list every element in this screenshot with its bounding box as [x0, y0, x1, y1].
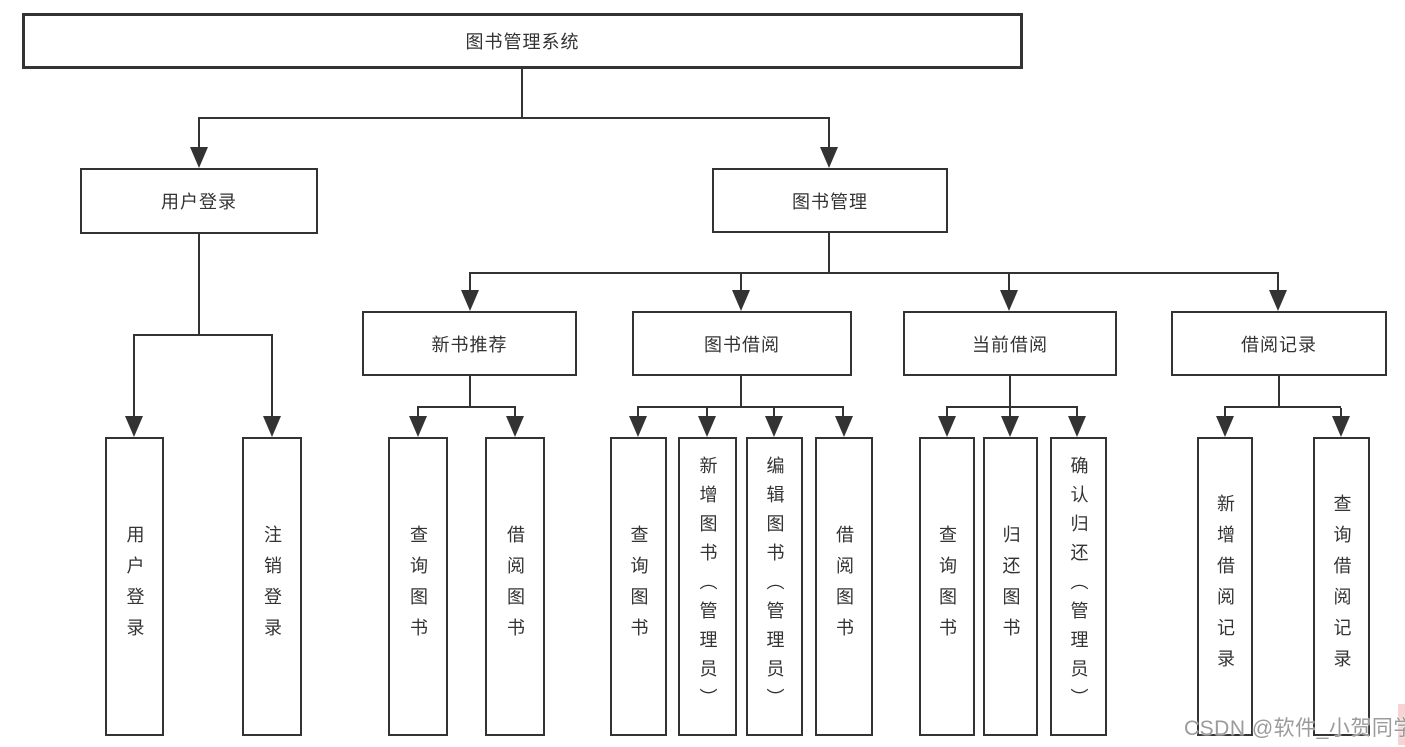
- node-current-borrow-label: 当前借阅: [972, 334, 1048, 355]
- node-new-book-recommend: 新书推荐: [362, 311, 577, 376]
- leaf-borrow-book-recommend: 借阅图书: [485, 437, 545, 736]
- connector-line: [773, 408, 775, 416]
- arrowhead-down-icon: [409, 416, 427, 437]
- node-user-login-label: 用户登录: [161, 192, 237, 212]
- node-book-management: 图书管理: [712, 168, 948, 233]
- connector-line: [1224, 408, 1226, 416]
- node-user-login: 用户登录: [80, 168, 318, 234]
- connector-line: [198, 117, 830, 119]
- connector-line: [1224, 406, 1341, 408]
- arrowhead-down-icon: [506, 416, 524, 437]
- node-new-book-recommend-label: 新书推荐: [431, 334, 508, 355]
- connector-line: [828, 233, 830, 274]
- leaf-add-book-admin-label: 新增图书（管理员）: [697, 456, 718, 717]
- connector-line: [417, 406, 516, 408]
- connector-line: [1076, 408, 1078, 416]
- arrowhead-down-icon: [125, 416, 143, 437]
- leaf-query-book-current-label: 查询图书: [937, 524, 957, 649]
- connector-line: [1277, 274, 1279, 292]
- connector-line: [1278, 376, 1280, 408]
- node-book-management-label: 图书管理: [792, 191, 868, 212]
- node-current-borrow: 当前借阅: [903, 311, 1117, 376]
- arrowhead-down-icon: [190, 147, 208, 168]
- arrowhead-down-icon: [1269, 290, 1287, 311]
- arrowhead-down-icon: [1332, 416, 1350, 437]
- leaf-edit-book-admin: 编辑图书（管理员）: [746, 437, 803, 736]
- watermark-text: CSDN @软件_小贺同学: [1184, 717, 1405, 740]
- connector-line: [133, 334, 273, 336]
- connector-line: [514, 408, 516, 416]
- leaf-add-borrow-record: 新增借阅记录: [1197, 437, 1253, 736]
- leaf-add-borrow-record-label: 新增借阅记录: [1215, 493, 1235, 680]
- leaf-logout-label: 注销登录: [262, 524, 282, 649]
- leaf-query-book-recommend-label: 查询图书: [408, 524, 428, 649]
- node-root-label: 图书管理系统: [465, 32, 580, 52]
- arrowhead-down-icon: [938, 416, 956, 437]
- connector-line: [271, 336, 273, 416]
- leaf-query-book-borrow: 查询图书: [610, 437, 667, 736]
- connector-line: [706, 408, 708, 416]
- arrowhead-down-icon: [732, 290, 750, 311]
- arrowhead-down-icon: [629, 416, 647, 437]
- node-borrow-records-label: 借阅记录: [1241, 334, 1317, 355]
- leaf-query-borrow-record: 查询借阅记录: [1313, 437, 1370, 736]
- connector-line: [469, 376, 471, 408]
- arrowhead-down-icon: [1216, 416, 1234, 437]
- connector-line: [946, 406, 1078, 408]
- node-borrow-records: 借阅记录: [1171, 311, 1387, 376]
- arrowhead-down-icon: [461, 290, 479, 311]
- connector-line: [1009, 376, 1011, 408]
- connector-line: [469, 272, 1279, 274]
- arrowhead-down-icon: [1001, 416, 1019, 437]
- arrowhead-down-icon: [1068, 416, 1086, 437]
- connector-line: [1009, 408, 1011, 416]
- leaf-query-book-current: 查询图书: [919, 437, 975, 736]
- leaf-query-book-recommend: 查询图书: [388, 437, 448, 736]
- leaf-add-book-admin: 新增图书（管理员）: [678, 437, 737, 736]
- connector-line: [637, 408, 639, 416]
- leaf-user-login: 用户登录: [105, 437, 164, 736]
- connector-line: [417, 408, 419, 416]
- connector-line: [842, 408, 844, 416]
- arrowhead-down-icon: [835, 416, 853, 437]
- leaf-user-login-label: 用户登录: [124, 524, 145, 649]
- connector-line: [637, 406, 844, 408]
- leaf-confirm-return-admin-label: 确认归还（管理员）: [1068, 456, 1089, 717]
- connector-line: [946, 408, 948, 416]
- leaf-logout: 注销登录: [242, 437, 302, 736]
- arrowhead-down-icon: [765, 416, 783, 437]
- arrowhead-down-icon: [263, 416, 281, 437]
- arrowhead-down-icon: [1000, 290, 1018, 311]
- leaf-borrow-book-recommend-label: 借阅图书: [505, 524, 525, 649]
- leaf-confirm-return-admin: 确认归还（管理员）: [1050, 437, 1107, 736]
- connector-line: [521, 69, 523, 119]
- node-book-borrow: 图书借阅: [632, 311, 852, 376]
- node-book-borrow-label: 图书借阅: [704, 334, 780, 355]
- leaf-query-borrow-record-label: 查询借阅记录: [1331, 493, 1352, 680]
- leaf-borrow-book: 借阅图书: [815, 437, 873, 736]
- connector-line: [828, 117, 830, 149]
- watermark-accent-strip: [1398, 704, 1405, 745]
- connector-line: [740, 376, 742, 408]
- connector-line: [198, 234, 200, 336]
- leaf-query-book-borrow-label: 查询图书: [628, 524, 649, 649]
- connector-line: [469, 274, 471, 292]
- connector-line: [1340, 408, 1342, 416]
- connector-line: [133, 336, 135, 416]
- leaf-edit-book-admin-label: 编辑图书（管理员）: [764, 456, 785, 717]
- leaf-borrow-book-label: 借阅图书: [834, 524, 854, 649]
- connector-line: [740, 274, 742, 292]
- node-root: 图书管理系统: [22, 13, 1023, 69]
- leaf-return-book-label: 归还图书: [1000, 524, 1021, 649]
- arrowhead-down-icon: [820, 147, 838, 168]
- connector-line: [198, 117, 200, 149]
- leaf-return-book: 归还图书: [983, 437, 1038, 736]
- arrowhead-down-icon: [698, 416, 716, 437]
- connector-line: [1008, 274, 1010, 292]
